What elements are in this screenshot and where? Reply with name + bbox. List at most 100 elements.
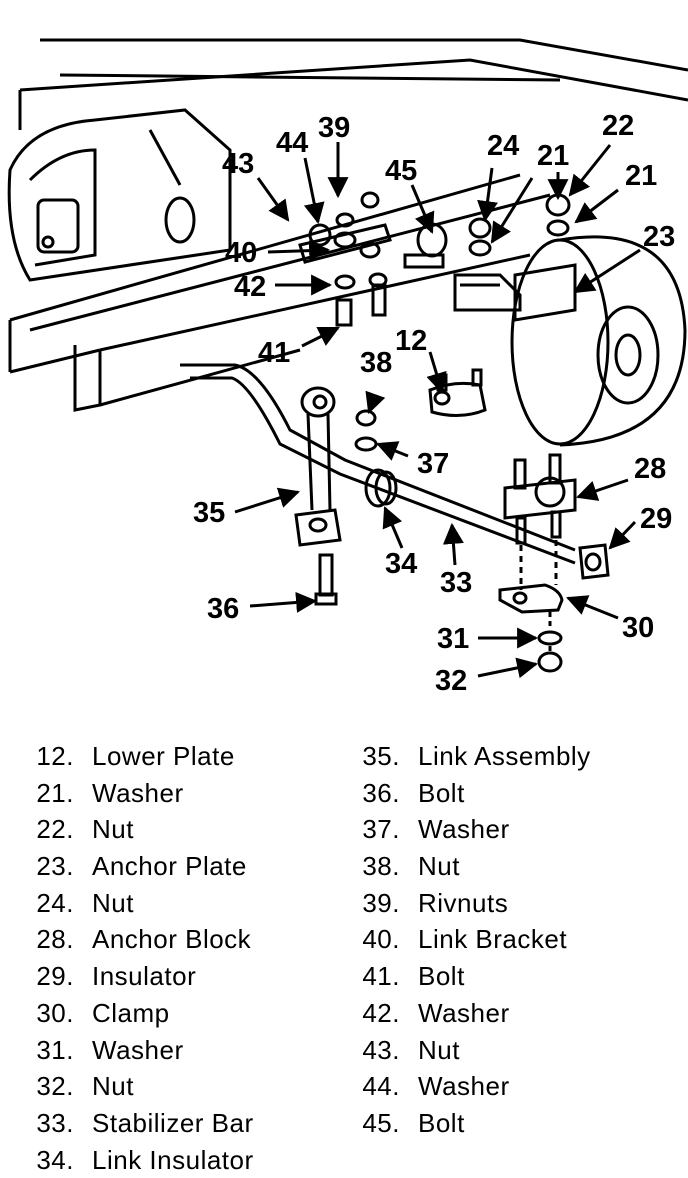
callout-39: 39 [318,112,350,144]
link-insulator [364,468,398,508]
legend-label: Insulator [92,961,197,992]
legend-number: 32. [36,1071,74,1102]
legend-label: Rivnuts [418,887,509,918]
wheel [510,235,687,447]
legend-number: 39. [362,887,400,918]
legend-item: 43. Nut [352,1032,591,1069]
callout-41: 41 [258,337,290,369]
legend-number: 45. [362,1107,400,1138]
callout-45: 45 [385,155,417,187]
legend-number: 36. [362,777,400,808]
legend-number: 29. [36,961,74,992]
exploded-diagram: 12 21 21 22 23 24 28 29 30 31 32 33 34 3… [7,38,688,697]
callout-43: 43 [222,148,254,180]
legend-label: Nut [418,1034,460,1065]
legend-item: 45. Bolt [352,1105,591,1142]
legend-label: Bolt [418,1107,465,1138]
legend-item: 29. Insulator [22,958,254,995]
callout-44: 44 [276,127,308,159]
bolt-36 [314,553,338,606]
legend-label: Washer [418,1071,510,1102]
legend-label: Nut [92,887,134,918]
legend-number: 44. [362,1071,400,1102]
legend-number: 35. [362,741,400,771]
callout-30: 30 [622,612,654,644]
callout-12: 12 [395,325,427,357]
legend-item: 34. Link Insulator [22,1142,254,1178]
legend-number: 30. [36,997,74,1028]
legend-label: Nut [92,814,134,845]
legend-label: Bolt [418,961,465,992]
legend-number: 41. [362,961,400,992]
legend-item: 33. Stabilizer Bar [22,1105,254,1142]
legend-label: Anchor Plate [92,851,247,882]
anchor-block [503,453,577,590]
callout-34: 34 [385,548,417,580]
clamp [498,583,564,614]
legend-item: 40.Link Bracket [352,921,591,958]
leader-arrows [234,142,641,679]
callout-36: 36 [207,593,239,625]
legend-item: 32. Nut [22,1068,254,1105]
legend-label: Clamp [92,997,170,1028]
legend-number: 31. [36,1034,74,1065]
legend-label: Washer [418,997,510,1028]
callout-42: 42 [234,271,266,303]
callout-22: 22 [602,110,634,142]
legend-number: 28. [36,924,74,955]
callout-24: 24 [487,130,519,162]
legend-number: 24. [36,887,74,918]
legend-label: Lower Plate [92,741,235,771]
legend-item: 42. Washer [352,995,591,1032]
legend-item: 21.Washer [22,775,254,812]
callout-35: 35 [193,497,225,529]
callout-31: 31 [437,623,469,655]
legend-number: 33. [36,1107,74,1138]
legend-item: 36. Bolt [352,775,591,812]
insulator [578,543,610,580]
legend-number: 22. [36,814,74,845]
legend-item: 39. Rivnuts [352,885,591,922]
legend-number: 38. [362,851,400,882]
stabilizer-bar [180,363,576,565]
callout-21-left: 21 [537,140,569,172]
legend-number: 23. [36,851,74,882]
washer-31-nut-32 [537,612,563,673]
legend-item: 30. Clamp [22,995,254,1032]
legend-number: 12. [36,741,74,771]
parts-legend-left: 12. Lower Plate 21.Washer 22. Nut 23. Ancho… [22,738,254,1178]
upper-frame-rail [18,38,688,130]
legend-number: 42. [362,997,400,1028]
legend-item: 24. Nut [22,885,254,922]
legend-item: 28. Anchor Block [22,921,254,958]
callout-37: 37 [417,448,449,480]
legend-item: 35. Link Assembly [352,738,591,775]
nut-38-washer-37 [354,409,378,452]
legend-label: Bolt [418,777,465,808]
legend-label: Link Bracket [418,924,568,955]
frame-crossmember [8,173,551,412]
legend-item: 12. Lower Plate [22,738,254,775]
legend-number: 34. [36,1144,74,1175]
legend-label: Washer [92,777,184,808]
legend-item: 44. Washer [352,1068,591,1105]
parts-legend-right: 35. Link Assembly 36. Bolt 37. Washer 38. Nu… [352,738,591,1142]
callout-28: 28 [634,453,666,485]
legend-label: Nut [92,1071,134,1102]
link-bracket [298,191,392,327]
callout-32: 32 [435,665,467,697]
legend-item: 38. Nut [352,848,591,885]
callout-38: 38 [360,347,392,379]
legend-label: Link Assembly [418,741,591,771]
callout-29: 29 [640,503,672,535]
legend-item: 23. Anchor Plate [22,848,254,885]
callout-21-right: 21 [625,160,657,192]
legend-label: Anchor Block [92,924,252,955]
legend-label: Nut [418,851,460,882]
callout-23: 23 [643,221,675,253]
legend-label: Stabilizer Bar [92,1107,254,1138]
legend-label: Link Insulator [92,1144,254,1175]
legend-number: 43. [362,1034,400,1065]
callout-33: 33 [440,567,472,599]
legend-number: 37. [362,814,400,845]
